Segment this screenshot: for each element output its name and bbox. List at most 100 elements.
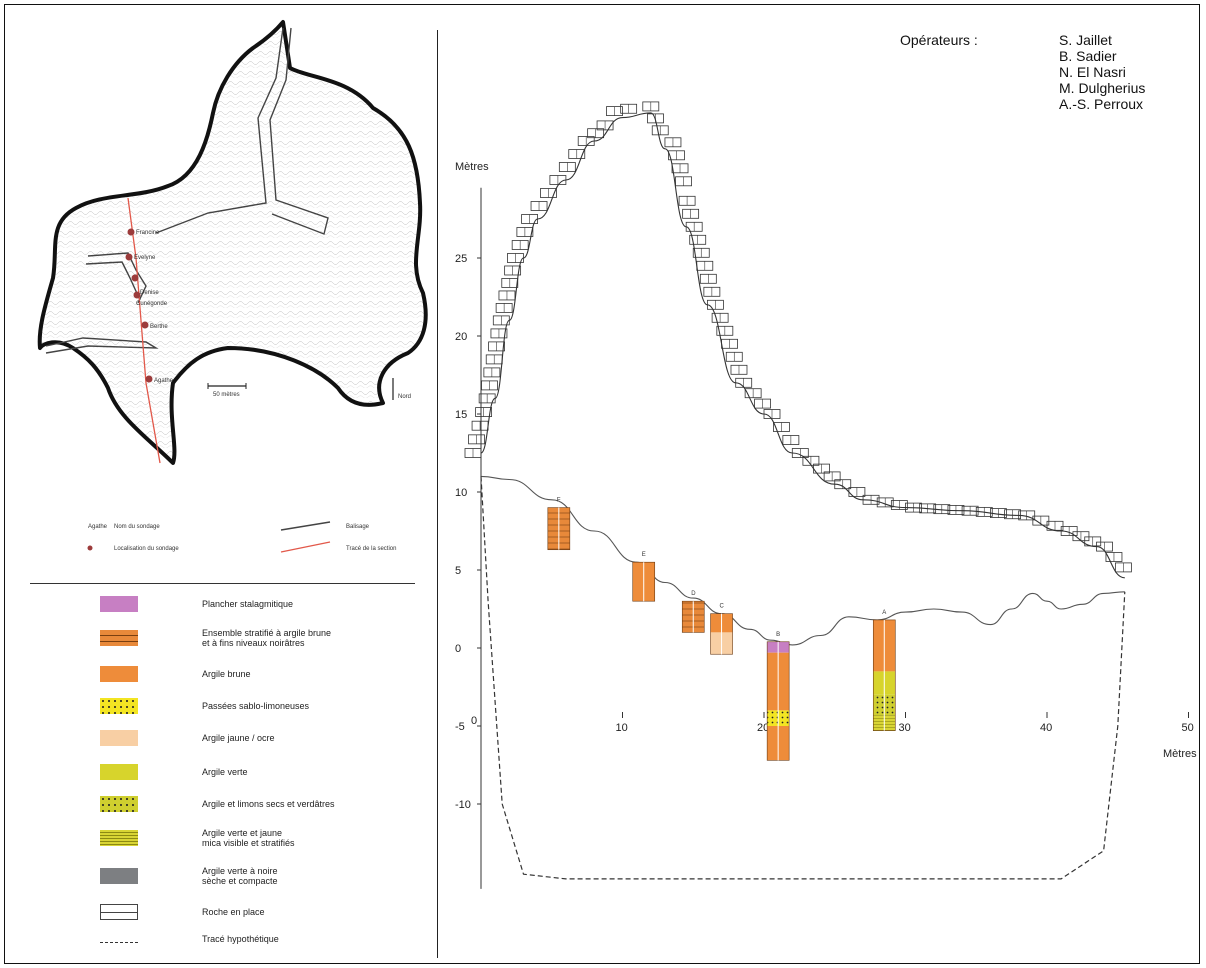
legend-item: Argile jaune / ocre <box>100 730 422 746</box>
legend-swatch <box>100 596 138 612</box>
map-legend-section-label: Tracé de la section <box>346 546 396 552</box>
legend-item: Argile brune <box>100 666 422 682</box>
cave-outline <box>37 20 428 465</box>
sondage-column: B <box>766 632 790 761</box>
legend-swatch <box>100 868 138 884</box>
operator-name: A.-S. Perroux <box>1059 96 1144 112</box>
sondage-label: A <box>882 610 886 616</box>
y-tick-label: 20 <box>455 331 467 343</box>
legend-label: Argile verte et jaune mica visible et st… <box>202 828 295 848</box>
legend-divider <box>30 583 415 584</box>
y-tick-label: -5 <box>455 721 465 733</box>
y-axis-label: Mètres <box>455 161 489 173</box>
y-tick-label: -10 <box>455 799 471 811</box>
legend-item: Passées sablo-limoneuses <box>100 698 422 714</box>
legend-swatch <box>100 630 138 646</box>
map-legend-location-label: Localisation du sondage <box>114 546 179 552</box>
sondage-column: E <box>632 552 656 602</box>
legend-swatch <box>100 796 138 812</box>
legend-item: Plancher stalagmitique <box>100 596 422 612</box>
rock-ceiling <box>464 101 1132 579</box>
x-tick-label: 10 <box>616 722 628 734</box>
legend-label: Plancher stalagmitique <box>202 599 294 609</box>
scale-bar: 50 mètres <box>207 383 247 398</box>
x-axis-label: Mètres <box>1163 748 1197 760</box>
sondages: F E D C B A <box>547 498 896 761</box>
map-label-denise: Denise <box>140 290 159 296</box>
x-tick-label: 40 <box>1040 722 1052 734</box>
legend-label: Ensemble stratifié à argile brune et à f… <box>202 628 332 648</box>
legend-label: Roche en place <box>202 907 265 917</box>
north-arrow: Nord <box>392 378 411 400</box>
y-tick-label: 15 <box>455 409 467 421</box>
operator-name: S. Jaillet <box>1059 32 1112 48</box>
legend-label: Argile jaune / ocre <box>202 733 275 743</box>
legend-item: Argile verte et jaune mica visible et st… <box>100 828 422 848</box>
map-label-agathe: Agathe <box>154 378 174 384</box>
legend-swatch <box>100 666 138 682</box>
y-tick-label: 5 <box>455 565 461 577</box>
y-tick-label: 10 <box>455 487 467 499</box>
legend-item: Roche en place <box>100 904 422 920</box>
operators-names: S. Jaillet B. Sadier N. El Nasri M. Dulg… <box>1059 32 1145 112</box>
legend-item: Ensemble stratifié à argile brune et à f… <box>100 628 422 648</box>
legend-label: Argile verte <box>202 767 248 777</box>
map-legend-name-label: Nom du sondage <box>114 524 160 530</box>
legend-item: Argile verte <box>100 764 422 780</box>
map-label-evelyne: Evelyne <box>134 255 156 261</box>
operator-name: N. El Nasri <box>1059 64 1126 80</box>
sondage-column: C <box>710 604 733 655</box>
x-tick-label: 50 <box>1182 722 1194 734</box>
legend-item: Tracé hypothétique <box>100 934 422 944</box>
panel-divider <box>437 30 438 958</box>
sondage-column: F <box>547 498 571 551</box>
sondage-label: D <box>691 591 696 597</box>
y-tick-label: 0 <box>455 643 461 655</box>
legend-swatch <box>100 904 138 920</box>
sondage-column: D <box>681 591 705 633</box>
legend-label: Argile brune <box>202 669 251 679</box>
legend-swatch <box>100 764 138 780</box>
legend-swatch <box>100 730 138 746</box>
cave-plan-map: Francine Evelyne Denise Cunégonde Berthe… <box>37 20 428 553</box>
legend-swatch <box>100 698 138 714</box>
hypothetical-floor <box>480 476 1126 880</box>
legend-swatch <box>100 935 138 943</box>
x-tick-label: 20 <box>757 722 769 734</box>
legend-label: Passées sablo-limoneuses <box>202 701 310 711</box>
y-tick-label: 25 <box>455 253 467 265</box>
legend-swatch <box>100 830 138 846</box>
legend-item: Argile verte à noire sèche et compacte <box>100 866 422 886</box>
sounding-points: Francine Evelyne Denise Cunégonde Berthe… <box>125 228 174 384</box>
legend-label: Argile et limons secs et verdâtres <box>202 799 335 809</box>
section-line <box>127 197 161 464</box>
ground-surface <box>480 475 1125 646</box>
legend-label: Tracé hypothétique <box>202 934 279 944</box>
sondage-label: E <box>642 552 646 558</box>
operator-name: B. Sadier <box>1059 48 1117 64</box>
legend-label: Argile verte à noire sèche et compacte <box>202 866 278 886</box>
sondage-label: B <box>776 632 780 638</box>
sondage-label: C <box>720 604 725 610</box>
x-tick-label: 30 <box>899 722 911 734</box>
y-zero-label: 0 <box>471 715 477 727</box>
sondage-column: A <box>872 610 896 731</box>
hypothetical-floor-line <box>480 476 1126 880</box>
ground-line <box>480 475 1125 646</box>
ceiling-line <box>480 112 1125 579</box>
map-label-francine: Francine <box>136 230 160 236</box>
north-label: Nord <box>398 394 411 400</box>
map-label-cunegonde: Cunégonde <box>136 301 168 307</box>
legend-item: Argile et limons secs et verdâtres <box>100 796 422 812</box>
baliseage-paths <box>45 27 329 354</box>
operator-name: M. Dulgherius <box>1059 80 1146 96</box>
map-label-berthe: Berthe <box>150 324 168 330</box>
scale-label: 50 mètres <box>213 392 240 398</box>
figure-frame <box>4 4 1200 964</box>
operators-title: Opérateurs : <box>900 32 978 48</box>
map-legend: Agathe Nom du sondage Localisation du so… <box>87 521 396 553</box>
map-legend-example-name: Agathe <box>88 524 108 530</box>
